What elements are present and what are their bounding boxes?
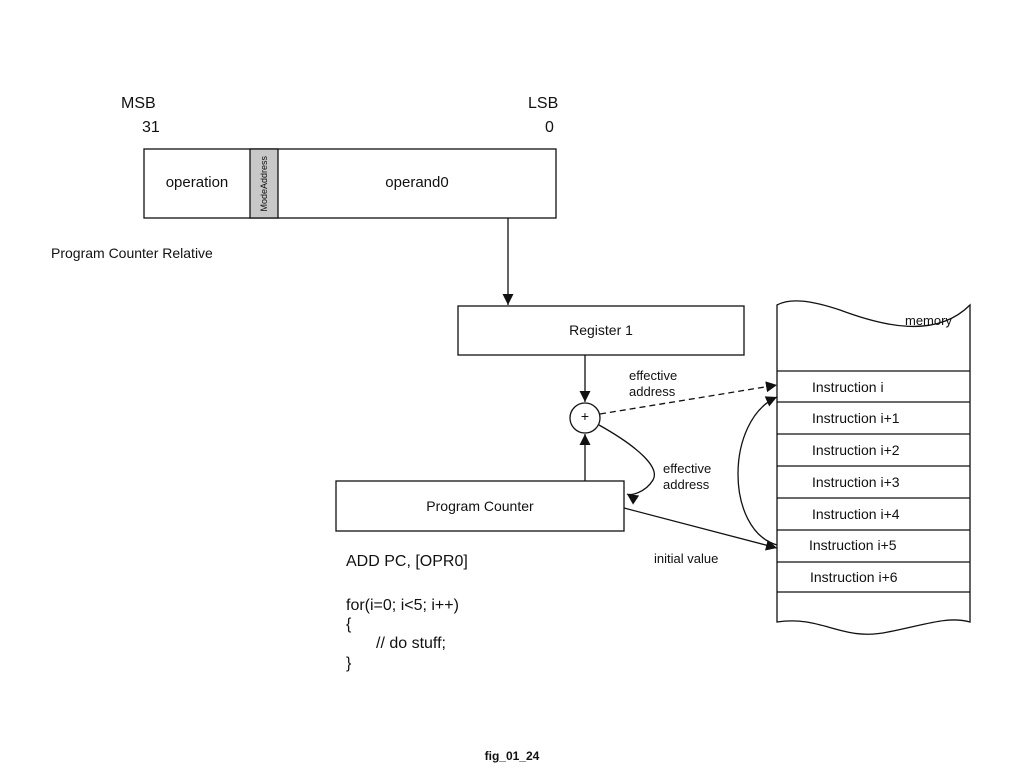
code-open-brace: { xyxy=(346,616,352,633)
memory-title: memory xyxy=(905,313,952,328)
memory-block xyxy=(776,300,971,635)
register-1-label: Register 1 xyxy=(569,322,633,338)
mode-title: Program Counter Relative xyxy=(51,245,213,261)
msb-bit-number: 31 xyxy=(142,119,160,136)
effective-address-loop-arrow xyxy=(598,424,655,505)
lsb-bit-number: 0 xyxy=(545,119,554,136)
initial-value-label: initial value xyxy=(654,551,719,566)
effective-address-top-label: effective address xyxy=(629,368,677,400)
effective-address-loop-line1: effective xyxy=(663,461,712,476)
operation-field-label: operation xyxy=(165,174,229,191)
memory-cell-i+2: Instruction i+2 xyxy=(812,442,900,458)
loop-back-arrow xyxy=(737,396,778,546)
memory-cell-i: Instruction i xyxy=(812,379,884,395)
memory-cell-i+4: Instruction i+4 xyxy=(812,506,900,522)
memory-cell-i+1: Instruction i+1 xyxy=(812,410,900,426)
memory-cell-i+3: Instruction i+3 xyxy=(812,474,900,490)
adder-plus-symbol: + xyxy=(580,408,590,424)
memory-cell-i+6: Instruction i+6 xyxy=(810,569,898,585)
operand0-field-label: operand0 xyxy=(385,174,449,191)
effective-address-top-line1: effective xyxy=(629,368,678,383)
initial-value-arrow xyxy=(623,507,778,551)
program-counter-box xyxy=(335,480,625,532)
code-close-brace: } xyxy=(346,655,352,672)
effective-address-loop-label: effective address xyxy=(663,461,711,493)
lsb-label: LSB xyxy=(528,95,559,112)
effective-address-top-line2: address xyxy=(629,384,676,399)
msb-label: MSB xyxy=(121,95,156,112)
address-mode-field-label: Address Mode xyxy=(250,149,278,218)
code-loop-body: // do stuff; xyxy=(376,635,446,652)
instruction-format-box xyxy=(143,148,557,219)
effective-address-dashed-arrow xyxy=(599,381,778,415)
address-mode-label-line2: Mode xyxy=(259,188,269,212)
register-1-box xyxy=(457,305,745,356)
memory-cell-i+5: Instruction i+5 xyxy=(809,537,897,553)
code-loop-header: for(i=0; i<5; i++) xyxy=(346,597,459,614)
code-instruction: ADD PC, [OPR0] xyxy=(346,553,468,570)
address-mode-label-line1: Address xyxy=(259,155,269,189)
effective-address-loop-line2: address xyxy=(663,477,710,492)
program-counter-label: Program Counter xyxy=(426,498,534,514)
figure-id: fig_01_24 xyxy=(484,749,540,763)
address-mode-field-box xyxy=(249,148,279,219)
adder-circle xyxy=(569,402,601,434)
